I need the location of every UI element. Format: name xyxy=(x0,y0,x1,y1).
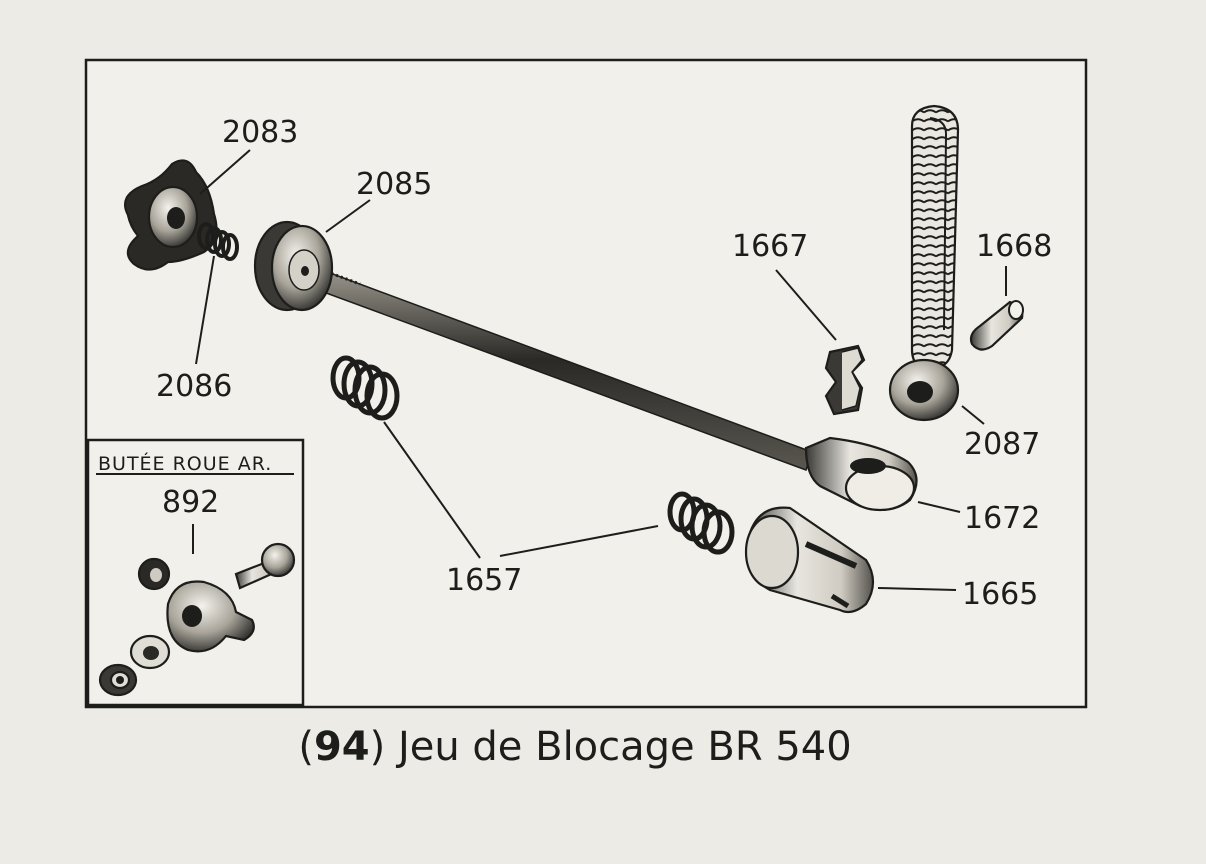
leader-line-2085 xyxy=(325,199,371,233)
leader-line-2083 xyxy=(199,149,251,195)
part-label-1665: 1665 xyxy=(962,577,1038,612)
cap-illustration xyxy=(253,220,334,312)
block-illustration xyxy=(824,344,866,416)
inset-title: BUTÉE ROUE AR. xyxy=(98,452,272,475)
leader-line-1672 xyxy=(917,501,961,513)
part-label-2083: 2083 xyxy=(222,115,298,150)
part-label-892: 892 xyxy=(162,485,219,520)
inset-parts-illustration xyxy=(98,542,296,697)
caption-text: Jeu de Blocage BR 540 xyxy=(397,724,852,770)
figure-caption: (94) Jeu de Blocage BR 540 xyxy=(0,724,1150,770)
lever-illustration xyxy=(888,104,960,422)
part-label-1657: 1657 xyxy=(446,563,522,598)
pin-illustration xyxy=(969,300,1024,351)
part-label-1667: 1667 xyxy=(732,229,808,264)
leader-line-1667 xyxy=(775,269,837,341)
part-label-2086: 2086 xyxy=(156,369,232,404)
spring-illustration xyxy=(330,355,400,421)
leader-line-1657 xyxy=(499,525,659,557)
part-label-2085: 2085 xyxy=(356,167,432,202)
caption-figure-number: 94 xyxy=(313,724,370,770)
leader-line-1657 xyxy=(383,421,481,559)
part-label-2087: 2087 xyxy=(964,427,1040,462)
leader-line-2086 xyxy=(195,255,215,365)
sleeve-illustration xyxy=(744,506,875,614)
part-label-1668: 1668 xyxy=(976,229,1052,264)
caption-paren-close: ) xyxy=(369,724,386,770)
spring-illustration xyxy=(667,491,735,555)
leader-line-1665 xyxy=(877,587,957,591)
wing-nut-illustration xyxy=(124,159,218,271)
clevis-illustration xyxy=(804,436,918,512)
caption-paren-open: ( xyxy=(298,724,314,770)
part-label-1672: 1672 xyxy=(964,501,1040,536)
small-spring-illustration xyxy=(197,222,239,261)
leader-line-2087 xyxy=(961,405,985,425)
